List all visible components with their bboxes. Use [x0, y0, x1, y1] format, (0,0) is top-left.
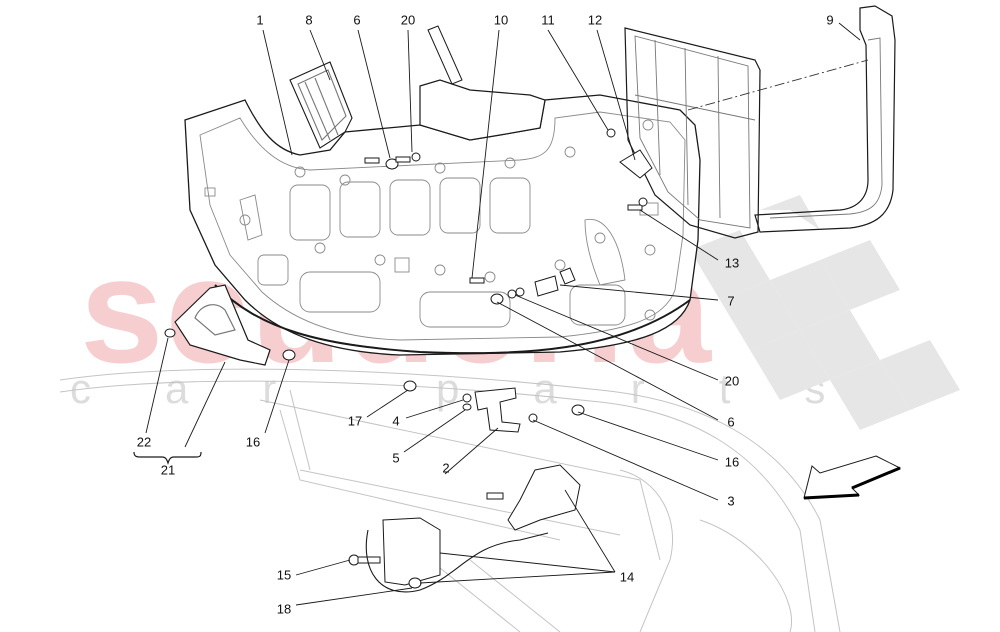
callout-21[interactable]: 21	[160, 462, 176, 478]
checker-flag-watermark	[690, 195, 960, 430]
callout-9[interactable]: 9	[826, 12, 834, 28]
callout-22[interactable]: 22	[136, 434, 152, 450]
callout-7[interactable]: 7	[727, 293, 735, 309]
lid-center-frame	[419, 79, 546, 141]
callout-14[interactable]: 14	[619, 569, 635, 585]
alignment-axis	[687, 59, 869, 111]
callout-16-left[interactable]: 16	[245, 434, 261, 450]
rear-u-frame	[754, 5, 896, 233]
callout-4[interactable]: 4	[392, 413, 400, 429]
arrow-down-left-icon	[803, 455, 902, 500]
engine-lid-panel	[184, 94, 701, 356]
callout-17[interactable]: 17	[347, 413, 363, 429]
callout-6-right[interactable]: 6	[727, 414, 735, 430]
callout-8[interactable]: 8	[305, 12, 313, 28]
left-vent-grille	[289, 61, 353, 149]
callout-20-right[interactable]: 20	[724, 373, 740, 389]
callout-10[interactable]: 10	[493, 12, 509, 28]
release-cable	[365, 529, 549, 593]
callout-18[interactable]: 18	[276, 601, 292, 617]
seal-strip	[214, 284, 691, 355]
top-clip-part	[427, 25, 463, 85]
callout-15[interactable]: 15	[276, 567, 292, 583]
group-brace	[133, 451, 202, 465]
car-body-outline	[59, 368, 841, 632]
callout-13[interactable]: 13	[724, 255, 740, 271]
callout-16-right[interactable]: 16	[724, 454, 740, 470]
callout-20-top[interactable]: 20	[400, 12, 416, 28]
callout-11[interactable]: 11	[541, 12, 555, 28]
left-bracket	[174, 284, 271, 366]
callout-2[interactable]: 2	[442, 460, 450, 476]
callout-5[interactable]: 5	[392, 450, 400, 466]
fasteners	[164, 128, 653, 589]
callout-3[interactable]: 3	[727, 493, 735, 509]
callout-12[interactable]: 12	[587, 12, 603, 28]
callout-6-top[interactable]: 6	[353, 12, 361, 28]
leader-lines	[145, 22, 861, 606]
callout-1[interactable]: 1	[256, 12, 264, 28]
